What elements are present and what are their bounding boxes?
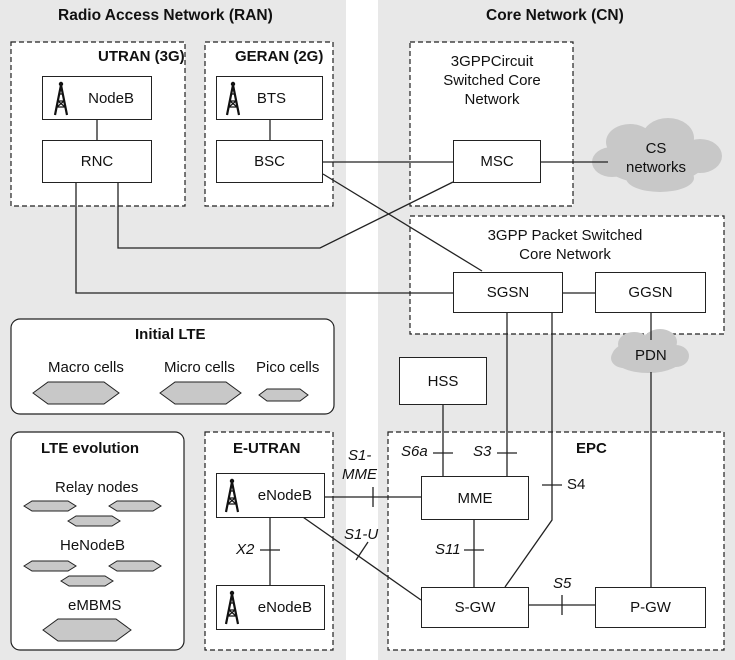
geran-title: GERAN (2G) — [235, 48, 324, 65]
ran-title: Radio Access Network (RAN) — [58, 7, 273, 24]
eutran-title: E-UTRAN — [233, 440, 301, 457]
sgw-box[interactable]: S-GW — [421, 587, 529, 628]
micro-cell-hexagon — [159, 381, 242, 405]
pico-cells-label: Pico cells — [256, 359, 320, 376]
link-enodeb-sgw-s1u — [299, 514, 422, 601]
ps-core-border — [409, 215, 725, 335]
nodeb-label: NodeB — [88, 89, 134, 107]
antenna-tower-icon — [224, 478, 240, 514]
link-rnc-msc — [117, 181, 454, 249]
enodeb-top-box[interactable]: eNodeB — [216, 473, 325, 518]
mme-box[interactable]: MME — [421, 476, 529, 520]
antenna-tower-icon — [224, 590, 240, 626]
relay-hexagon-3 — [67, 515, 121, 527]
s5-label: S5 — [553, 575, 572, 592]
henodeb-hexagon-2 — [108, 560, 162, 572]
nodeb-box[interactable]: NodeB — [42, 76, 152, 120]
antenna-tower-icon — [225, 81, 241, 117]
ps-core-title: 3GPP Packet Switched Core Network — [487, 227, 643, 263]
cs-core-title: 3GPPCircuit Switched Core Network — [443, 53, 541, 108]
embms-hexagon — [42, 618, 132, 642]
s3-label: S3 — [473, 443, 492, 460]
s1-mme-label-line2: MME — [342, 466, 377, 483]
cn-title: Core Network (CN) — [486, 7, 624, 24]
henodeb-hexagon-1 — [23, 560, 77, 572]
sgsn-box[interactable]: SGSN — [453, 272, 563, 313]
rnc-box[interactable]: RNC — [42, 140, 152, 183]
pgw-box[interactable]: P-GW — [595, 587, 706, 628]
relay-hexagon-2 — [108, 500, 162, 512]
relay-nodes-label: Relay nodes — [55, 479, 139, 496]
micro-cells-label: Micro cells — [164, 359, 235, 376]
epc-border — [387, 431, 725, 651]
bts-box[interactable]: BTS — [216, 76, 323, 120]
x2-label: X2 — [236, 541, 255, 558]
enodeb-top-label: eNodeB — [257, 487, 312, 504]
bsc-box[interactable]: BSC — [216, 140, 323, 183]
lte-evolution-panel — [10, 431, 185, 651]
embms-label: eMBMS — [68, 597, 122, 614]
cs-networks-cloud — [592, 118, 722, 192]
sgw-label: S-GW — [454, 599, 496, 616]
antenna-tower-icon — [53, 81, 69, 117]
bsc-label: BSC — [254, 153, 285, 170]
macro-cells-label: Macro cells — [48, 359, 124, 376]
hss-box[interactable]: HSS — [399, 357, 487, 405]
sgsn-label: SGSN — [486, 284, 530, 301]
link-rnc-sgsn — [75, 183, 453, 294]
msc-label: MSC — [480, 153, 514, 170]
pico-cell-hexagon — [258, 388, 309, 402]
relay-hexagon-1 — [23, 500, 77, 512]
utran-border — [10, 41, 186, 207]
macro-cell-hexagon — [32, 381, 120, 405]
pdn-label: PDN — [635, 347, 667, 364]
s6a-label: S6a — [401, 443, 428, 460]
lte-evolution-title: LTE evolution — [41, 440, 140, 457]
enodeb-bottom-label: eNodeB — [257, 599, 312, 616]
hss-label: HSS — [427, 372, 459, 390]
epc-title: EPC — [576, 440, 607, 457]
cs-networks-label: CS networks — [626, 140, 687, 176]
eutran-border — [204, 431, 334, 651]
henodeb-hexagon-3 — [60, 575, 114, 587]
tick-s1-u — [355, 541, 369, 561]
s4-label: S4 — [567, 476, 586, 493]
mme-label: MME — [457, 489, 493, 507]
geran-border — [204, 41, 334, 207]
utran-title: UTRAN (3G) — [98, 48, 185, 65]
ggsn-box[interactable]: GGSN — [595, 272, 706, 313]
cs-core-border — [409, 41, 574, 207]
link-sgsn-sgw-s4 — [504, 313, 553, 588]
s1-mme-label-line1: S1- — [348, 447, 372, 464]
rnc-label: RNC — [80, 153, 114, 170]
henodeb-label: HeNodeB — [60, 537, 126, 554]
enodeb-bottom-box[interactable]: eNodeB — [216, 585, 325, 630]
s1-u-label: S1-U — [344, 526, 379, 543]
msc-box[interactable]: MSC — [453, 140, 541, 183]
s11-label: S11 — [435, 541, 461, 558]
bts-label: BTS — [256, 89, 286, 107]
ggsn-label: GGSN — [628, 284, 673, 301]
pgw-label: P-GW — [630, 599, 671, 616]
initial-lte-title: Initial LTE — [135, 326, 206, 343]
link-bsc-sgsn — [322, 173, 483, 272]
